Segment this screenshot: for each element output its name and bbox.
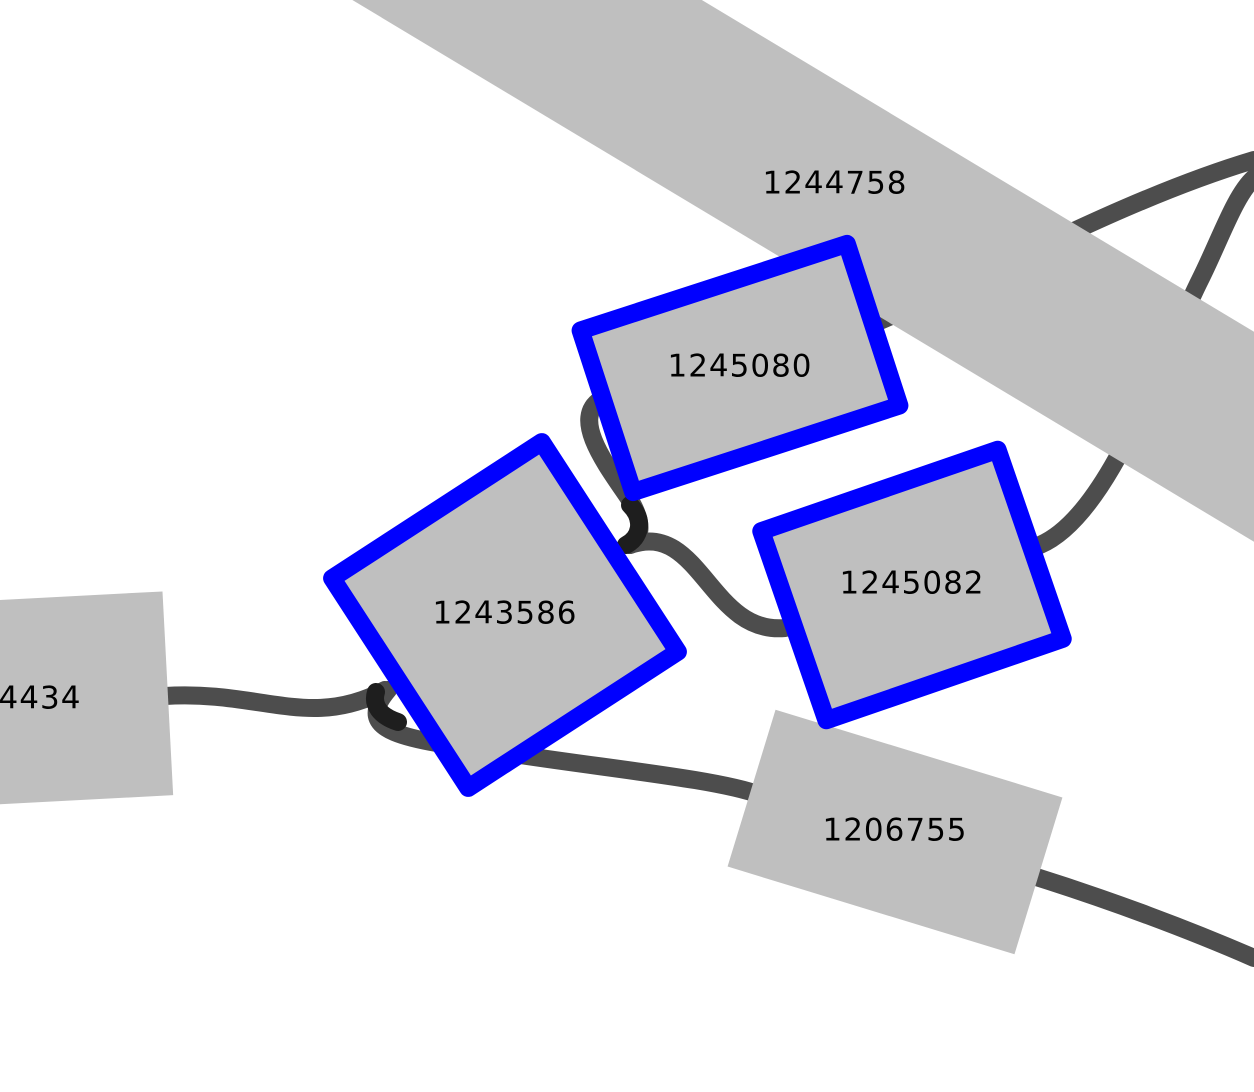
edge-junction-center — [617, 496, 649, 554]
node-1245082-label: 1245082 — [839, 566, 984, 602]
edge-1206755-to-right[interactable] — [1021, 866, 1254, 967]
node-1206755-box — [727, 709, 1063, 955]
edge-junction-left — [366, 683, 407, 731]
node-4434-box — [0, 591, 174, 810]
node-1245080-label: 1245080 — [667, 349, 812, 385]
node-1245080-box — [571, 234, 909, 502]
node-1206755[interactable]: 1206755 — [727, 709, 1063, 955]
node-1244758-label: 1244758 — [762, 166, 907, 202]
node-1243586[interactable]: 1243586 — [323, 433, 687, 797]
node-4434-label: 4434 — [0, 681, 81, 717]
node-4434[interactable]: 4434 — [0, 591, 174, 810]
node-1243586-box — [323, 433, 687, 797]
edge-1243586-to-1245082[interactable] — [621, 532, 794, 638]
node-1244758[interactable]: 1244758 — [308, 0, 1254, 551]
node-1245082[interactable]: 1245082 — [752, 440, 1072, 730]
node-1245080[interactable]: 1245080 — [571, 234, 909, 502]
edge-4434-to-1243586[interactable] — [156, 681, 394, 717]
node-1243586-label: 1243586 — [432, 596, 577, 632]
node-1244758-box — [308, 0, 1254, 551]
node-1245082-box — [752, 440, 1072, 730]
node-1206755-label: 1206755 — [822, 813, 967, 849]
